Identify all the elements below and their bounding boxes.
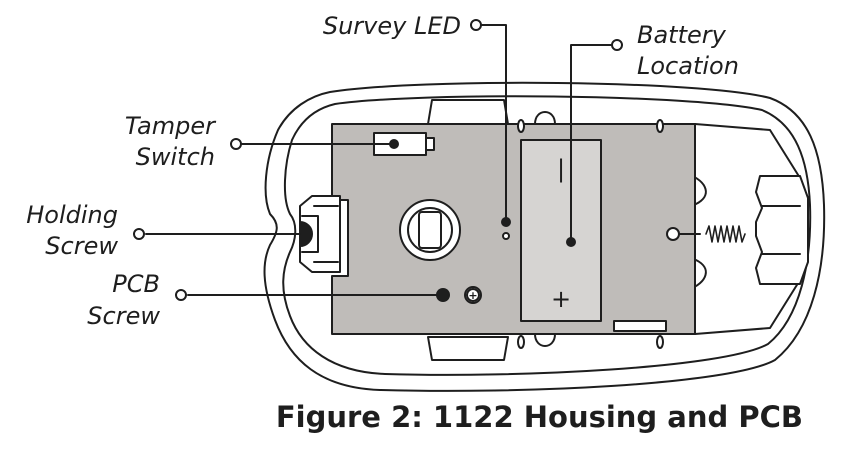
battery-location bbox=[520, 139, 602, 322]
buzzer-core bbox=[418, 211, 442, 249]
pcb-standoff bbox=[517, 335, 525, 349]
tamper-switch-dot bbox=[389, 139, 399, 149]
pcb-standoff bbox=[656, 335, 664, 349]
pcb-screw-dot bbox=[436, 288, 450, 302]
pcb-standoff bbox=[656, 119, 664, 133]
right-latch-groove bbox=[761, 205, 801, 255]
tamper-spring bbox=[705, 225, 746, 243]
battery-leader-end bbox=[611, 39, 623, 51]
housing-right-wedge-lower bbox=[694, 279, 801, 335]
holding-screw-leader-end bbox=[133, 228, 145, 240]
survey-led-leader-end bbox=[470, 19, 482, 31]
pcb-screw-plus-marker bbox=[466, 288, 480, 302]
figure-caption: Figure 2: 1122 Housing and PCB bbox=[276, 400, 803, 434]
pcb-notch-bottom bbox=[534, 333, 556, 347]
pcb-label-line2: Screw bbox=[87, 302, 160, 330]
housing-right-wedge bbox=[694, 123, 801, 179]
battery-label-line2: Location bbox=[637, 52, 739, 80]
battery-positive-mark: + bbox=[551, 285, 571, 313]
pcb-label-line1: PCB bbox=[112, 270, 160, 298]
holding-screw-head bbox=[299, 221, 313, 247]
pcb-notch-top bbox=[534, 111, 556, 125]
spring-screw-marker bbox=[666, 227, 680, 241]
right-latch bbox=[755, 175, 809, 285]
survey-led-leader bbox=[480, 24, 507, 221]
tamper-switch-plunger bbox=[425, 137, 435, 151]
tamper-label-line2: Switch bbox=[136, 143, 215, 171]
holding-label-line2: Screw bbox=[45, 232, 118, 260]
survey-led-dot bbox=[501, 217, 511, 227]
top-tab bbox=[427, 99, 509, 125]
battery-leader bbox=[570, 44, 614, 241]
tamper-switch-leader-end bbox=[230, 138, 242, 150]
tamper-label-line1: Tamper bbox=[125, 112, 217, 140]
pcb-screw-plus-label: + bbox=[468, 289, 477, 302]
survey-led-label: Survey LED bbox=[323, 12, 461, 40]
pcb-connector bbox=[613, 320, 667, 332]
battery-label-line1: Battery bbox=[637, 21, 727, 49]
battery-negative-mark: | bbox=[557, 155, 565, 183]
holding-screw-bracket-detail bbox=[301, 205, 339, 263]
pcb-screw-leader-end bbox=[175, 289, 187, 301]
bottom-tab bbox=[427, 336, 509, 361]
pcb-standoff bbox=[517, 119, 525, 133]
battery-dot bbox=[566, 237, 576, 247]
survey-led bbox=[502, 232, 510, 240]
holding-label-line1: Holding bbox=[26, 201, 118, 229]
